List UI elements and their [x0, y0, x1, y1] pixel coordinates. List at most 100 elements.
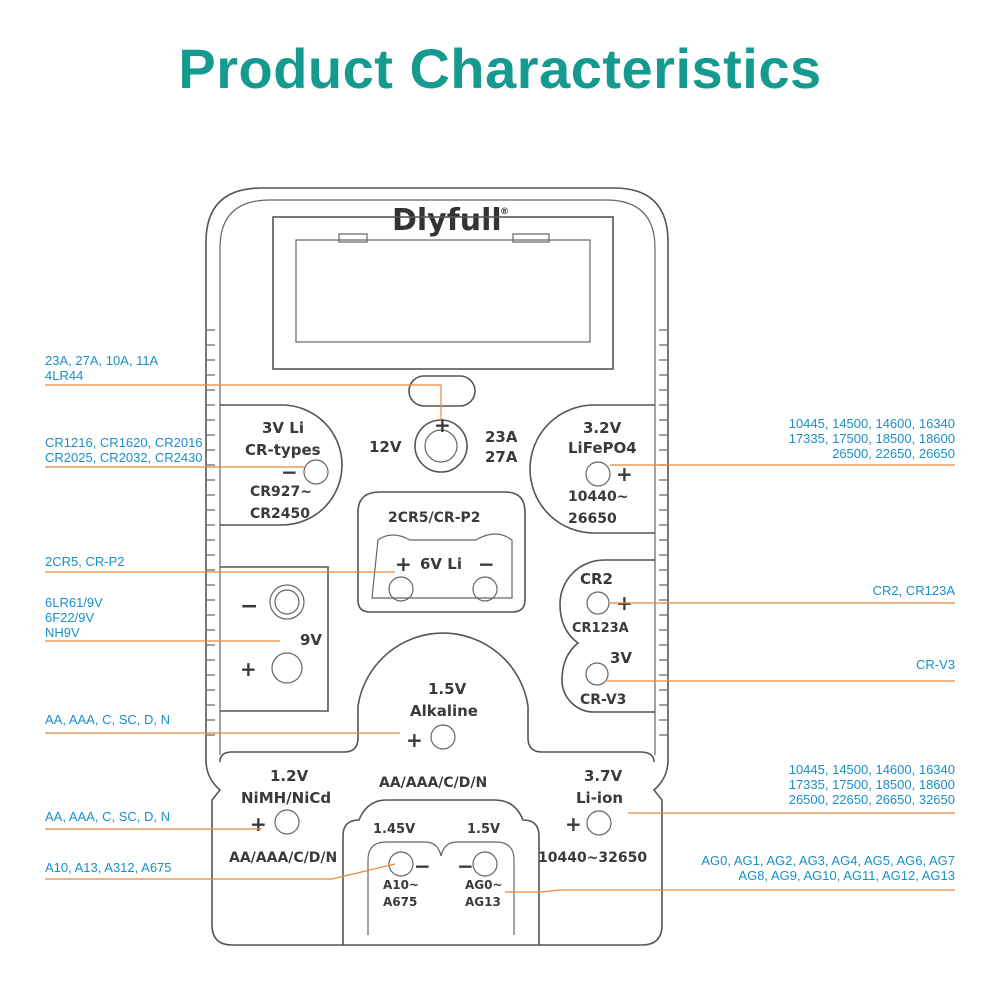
- caption-23a: 23A, 27A, 10A, 11A 4LR44: [45, 353, 158, 383]
- slot-9v-outline: [220, 566, 329, 712]
- caption-cr-line2: CR2025, CR2032, CR2430: [45, 450, 203, 465]
- slot-cr-li-range2: CR2450: [250, 506, 310, 522]
- slot-nimh-line2: NiMH/NiCd: [241, 789, 331, 807]
- slot-lifepo4-range1: 10440~: [568, 489, 628, 505]
- slot-9v-contact-plus: [271, 652, 303, 684]
- slot-lifepo4-plus: +: [616, 462, 633, 486]
- device-body: [205, 187, 669, 946]
- slot-9v-contact-minus-inner: [274, 589, 300, 615]
- slot-cr-li-line2: CR-types: [245, 441, 321, 459]
- slot-9v-label: 9V: [300, 631, 322, 649]
- caption-btn-line1: A10, A13, A312, A675: [45, 860, 172, 875]
- leader-btn: [45, 863, 396, 880]
- slot-button-minus-1: −: [414, 854, 431, 878]
- caption-cr2: CR2, CR123A: [873, 583, 955, 598]
- slot-9v-plus: +: [240, 657, 257, 681]
- device-inner-rim: [219, 199, 656, 755]
- caption-ag-line2: AG8, AG9, AG10, AG11, AG12, AG13: [738, 868, 955, 883]
- slot-cr2-contact: [586, 591, 610, 615]
- caption-nimh: AA, AAA, C, SC, D, N: [45, 809, 170, 824]
- caption-9v: 6LR61/9V 6F22/9V NH9V: [45, 595, 103, 640]
- slot-alkaline-sizes: AA/AAA/C/D/N: [379, 775, 487, 791]
- slot-alkaline-line1: 1.5V: [428, 680, 467, 698]
- slot-button-v2: 1.5V: [467, 822, 500, 837]
- slot-crp2-minus: −: [478, 552, 495, 576]
- slot-lifepo4-contact: [585, 461, 611, 487]
- slot-cr-li-contact: [303, 459, 329, 485]
- caption-23a-line2: 4LR44: [45, 368, 84, 383]
- test-button[interactable]: [408, 375, 476, 407]
- caption-2cr5: 2CR5, CR-P2: [45, 554, 124, 569]
- slot-liion-line1: 3.7V: [584, 767, 623, 785]
- slot-nimh-contact: [274, 809, 300, 835]
- caption-liion-line3: 26500, 22650, 26650, 32650: [788, 792, 955, 807]
- slot-9v-minus: −: [240, 594, 258, 619]
- slot-cr-li-outline: [220, 404, 343, 526]
- caption-lifepo4-line1: 10445, 14500, 14600, 16340: [788, 416, 955, 431]
- caption-liion-line1: 10445, 14500, 14600, 16340: [788, 762, 955, 777]
- brand-logo: Dlyfull: [392, 203, 502, 238]
- caption-9v-line2: 6F22/9V: [45, 610, 95, 625]
- slot-crv3-line2: CR-V3: [580, 692, 626, 708]
- leader-lines: [45, 384, 955, 893]
- slot-crp2-contact-plus: [388, 576, 414, 602]
- caption-nimh-line1: AA, AAA, C, SC, D, N: [45, 809, 170, 824]
- slot-lifepo4-line1: 3.2V: [583, 419, 622, 437]
- slot-liion-plus: +: [565, 812, 582, 836]
- slot-button-contact-1: [388, 851, 414, 877]
- slot-cr-li-minus: −: [281, 460, 298, 484]
- caption-lifepo4-line3: 26500, 22650, 26650: [832, 446, 955, 461]
- slot-lifepo4-line2: LiFePO4: [568, 439, 637, 457]
- lcd-tab-left: [338, 233, 368, 243]
- slot-button-range1b: A675: [383, 895, 417, 909]
- slot-button-range2a: AG0~: [465, 878, 503, 892]
- slot-12v-contact: [424, 429, 458, 463]
- slot-nimh-line1: 1.2V: [270, 767, 309, 785]
- slot-cr-li-line1: 3V Li: [262, 419, 304, 437]
- slot-button-outline: [342, 799, 540, 945]
- slot-cr-li-range1: CR927~: [250, 484, 312, 500]
- slot-lifepo4-range2: 26650: [568, 511, 617, 527]
- slot-cr2-line1: CR2: [580, 570, 613, 588]
- caption-liion: 10445, 14500, 14600, 16340 17335, 17500,…: [789, 762, 955, 807]
- slot-crp2-contact-minus: [472, 576, 498, 602]
- caption-2cr5-line1: 2CR5, CR-P2: [45, 554, 125, 569]
- slot-cr2-outline: [559, 559, 655, 713]
- caption-cr2-line1: CR2, CR123A: [872, 583, 955, 598]
- slot-button-range2b: AG13: [465, 895, 501, 909]
- caption-lifepo4: 10445, 14500, 14600, 16340 17335, 17500,…: [789, 416, 955, 461]
- caption-crv3: CR-V3: [916, 657, 955, 672]
- slot-nimh-sizes: AA/AAA/C/D/N: [229, 850, 337, 866]
- slot-crp2-outline: [357, 491, 526, 613]
- slot-button-range1a: A10~: [383, 878, 419, 892]
- slot-liion-contact: [586, 810, 612, 836]
- lcd-screen: [295, 239, 591, 343]
- slot-9v-contact-minus: [269, 584, 305, 620]
- brand-trademark: ®: [500, 207, 509, 217]
- slot-crp2-volt: 6V Li: [420, 555, 462, 573]
- slot-button-minus-2: −: [457, 854, 474, 878]
- slot-12v-27a: 27A: [485, 448, 518, 466]
- slot-alkaline-plus: +: [406, 728, 423, 752]
- slot-alkaline-outline: [219, 632, 655, 763]
- slot-button-v1: 1.45V: [373, 822, 415, 837]
- slot-12v-label: 12V: [369, 438, 402, 456]
- caption-lifepo4-line2: 17335, 17500, 18500, 18600: [788, 431, 955, 446]
- caption-9v-line3: NH9V: [45, 625, 80, 640]
- leader-23a: [45, 384, 442, 420]
- slot-liion-range: 10440~32650: [538, 850, 647, 866]
- slot-12v-plus: +: [434, 413, 451, 437]
- slot-12v-23a: 23A: [485, 428, 518, 446]
- caption-cr: CR1216, CR1620, CR2016 CR2025, CR2032, C…: [45, 435, 203, 465]
- slot-lifepo4-outline: [529, 404, 655, 534]
- page-title: Product Characteristics: [178, 37, 822, 100]
- caption-cr-line1: CR1216, CR1620, CR2016: [45, 435, 203, 450]
- slot-button-inner: [367, 841, 515, 935]
- slot-nimh-plus: +: [250, 812, 267, 836]
- caption-alk: AA, AAA, C, SC, D, N: [45, 712, 170, 727]
- caption-9v-line1: 6LR61/9V: [45, 595, 103, 610]
- caption-alk-line1: AA, AAA, C, SC, D, N: [45, 712, 170, 727]
- lcd-screen-frame: [272, 216, 614, 370]
- slot-button-contact-2: [472, 851, 498, 877]
